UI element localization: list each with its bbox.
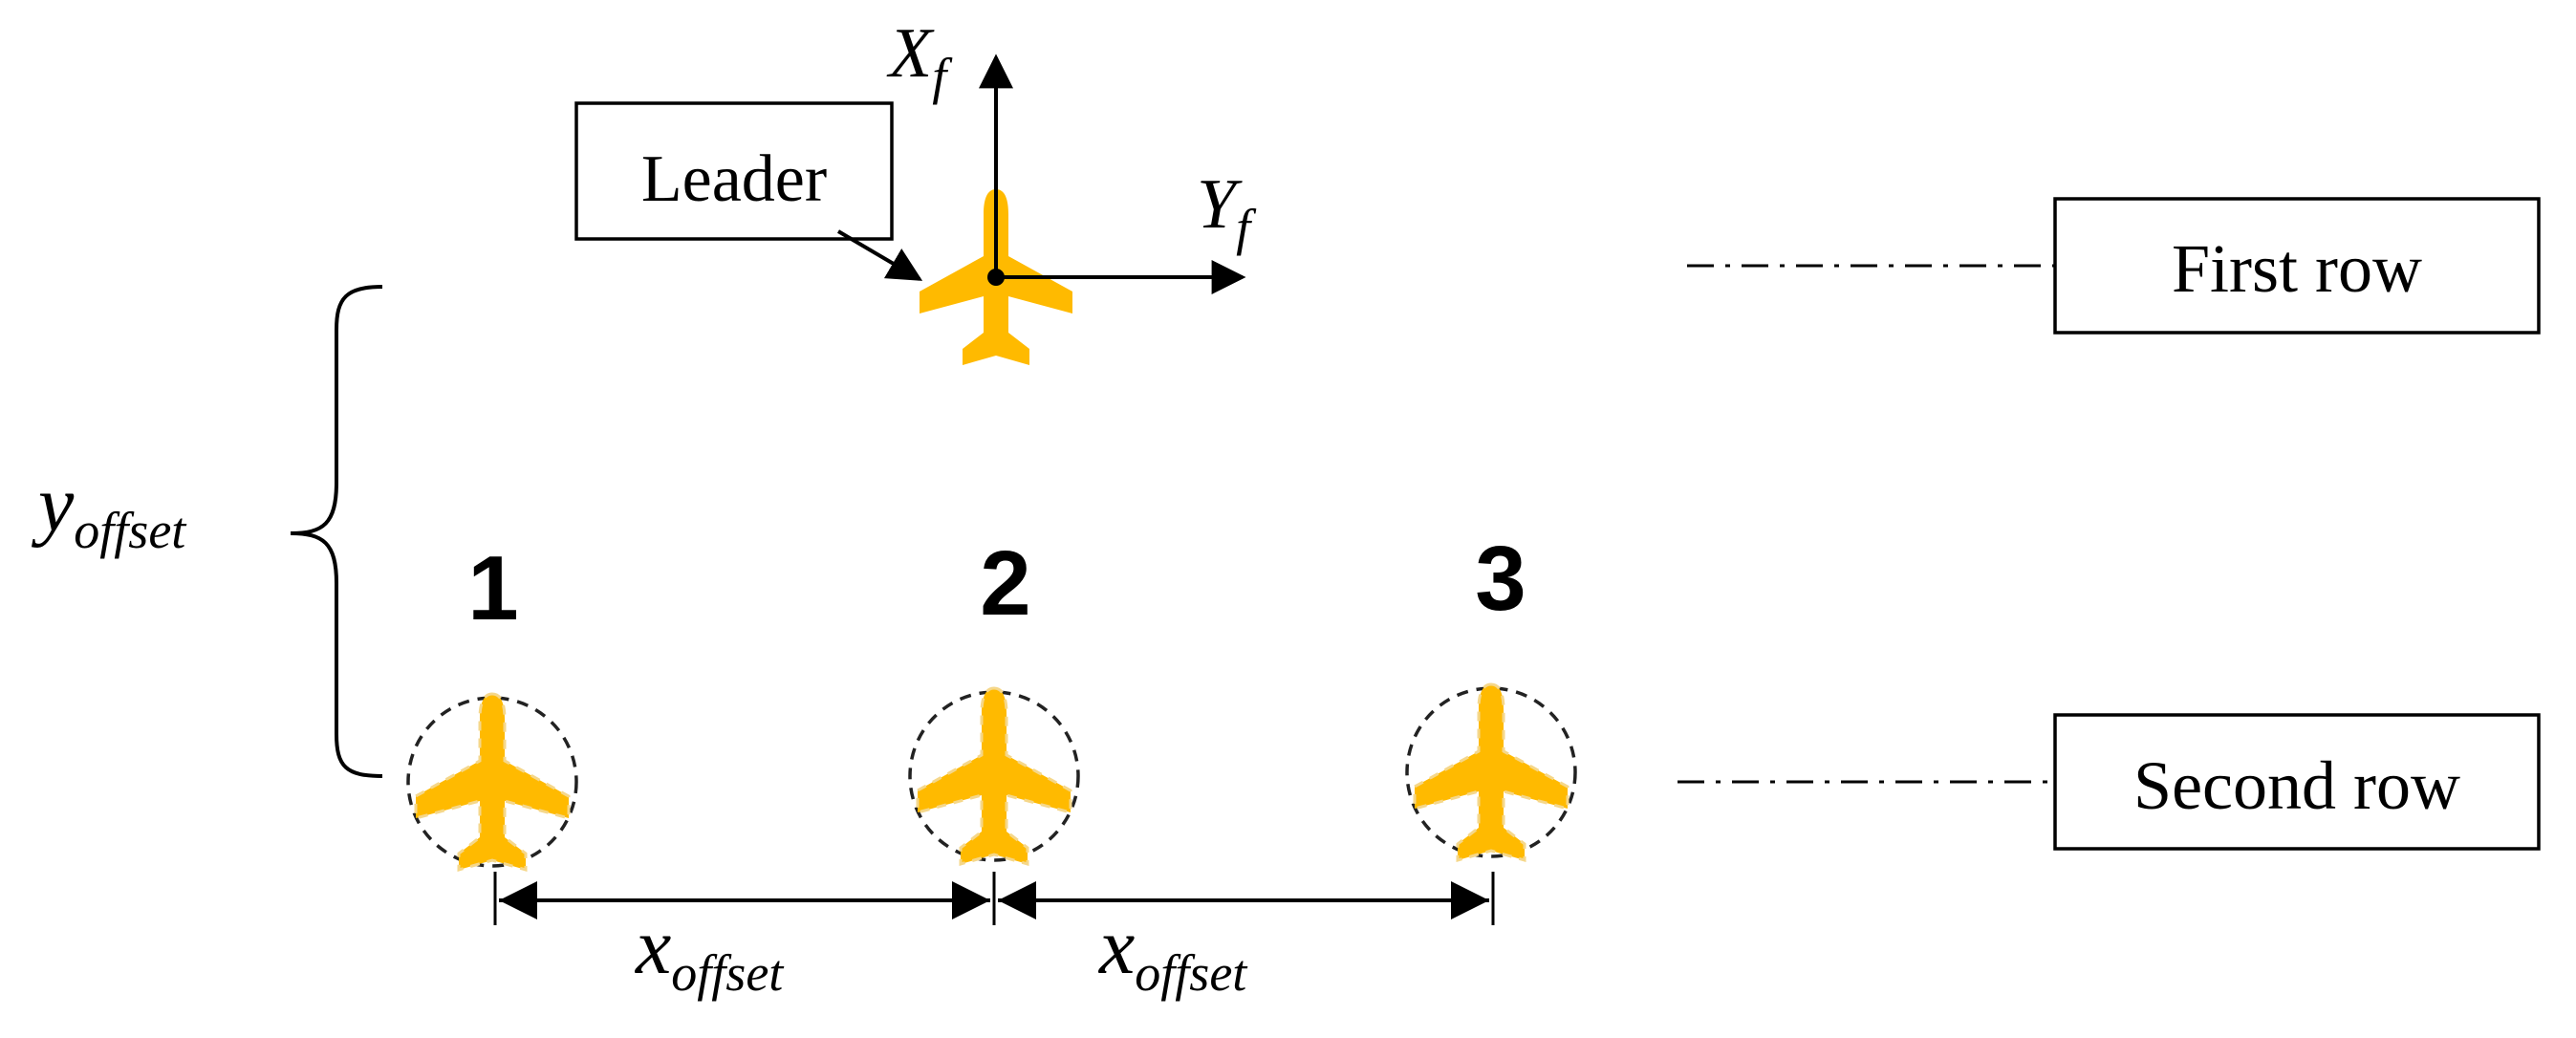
formation-circle-3-icon bbox=[1405, 686, 1577, 858]
follower-3-airplane-icon bbox=[1413, 682, 1569, 862]
formation-circle-2-icon bbox=[908, 690, 1080, 862]
follower-number-1: 1 bbox=[467, 537, 518, 639]
leader-pointer-arrow bbox=[836, 229, 923, 281]
first-row-label-box bbox=[2053, 197, 2541, 335]
second-row-label: Second row bbox=[2133, 747, 2460, 824]
leader-origin-dot bbox=[987, 269, 1005, 286]
second-row-label-box bbox=[2053, 713, 2541, 851]
follower-aircraft-1 bbox=[406, 692, 578, 872]
first-row-label: First row bbox=[2172, 230, 2422, 307]
follower-number-3: 3 bbox=[1475, 528, 1526, 630]
follower-number-2: 2 bbox=[980, 532, 1030, 635]
leader-label: Leader bbox=[641, 142, 827, 216]
x-offset-label-1: xoffset bbox=[634, 902, 785, 1002]
formation-circle-1-icon bbox=[406, 696, 578, 868]
y-offset-label: yoffset bbox=[31, 460, 187, 559]
follower-aircraft-3 bbox=[1405, 682, 1577, 862]
y-offset-brace bbox=[290, 285, 383, 778]
follower-aircraft-2 bbox=[908, 686, 1080, 866]
leader-label-box bbox=[574, 101, 894, 241]
y-f-axis-label: Yf bbox=[1197, 165, 1257, 256]
x-f-axis-label: Xf bbox=[886, 14, 953, 105]
follower-1-airplane-icon bbox=[414, 692, 571, 872]
x-offset-label-2: xoffset bbox=[1097, 902, 1248, 1002]
follower-2-airplane-icon bbox=[916, 686, 1072, 866]
